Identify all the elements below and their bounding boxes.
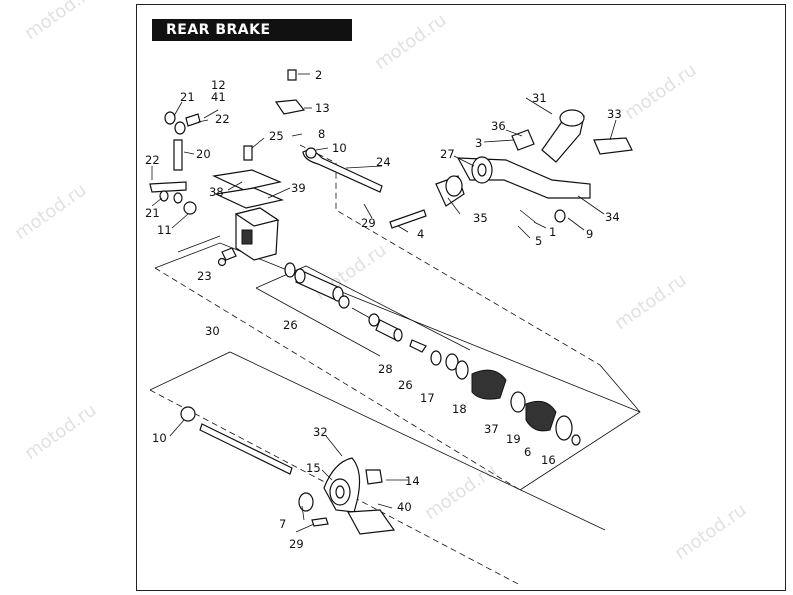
callout-36: 36 xyxy=(491,119,506,133)
callout-18: 18 xyxy=(452,402,467,416)
callout-27: 27 xyxy=(440,147,455,161)
callout-25: 25 xyxy=(269,129,284,143)
callout-22: 22 xyxy=(145,153,160,167)
callout-3: 3 xyxy=(475,136,482,150)
spring-boot-group xyxy=(430,350,581,446)
callout-19: 19 xyxy=(506,432,521,446)
callout-31: 31 xyxy=(532,91,547,105)
watermark: motod.ru xyxy=(21,400,101,465)
watermark: motod.ru xyxy=(671,500,751,565)
callout-32: 32 xyxy=(313,425,328,439)
callout-41: 41 xyxy=(211,90,226,104)
callout-2: 2 xyxy=(315,68,322,82)
callout-15: 15 xyxy=(306,461,321,475)
leader-lines xyxy=(151,73,617,533)
callout-26: 26 xyxy=(398,378,413,392)
watermark: motod.ru xyxy=(371,10,451,75)
callout-10: 10 xyxy=(332,141,347,155)
lower-pedal-assembly xyxy=(180,406,396,535)
callout-34: 34 xyxy=(605,210,620,224)
callout-24: 24 xyxy=(376,155,391,169)
callout-20: 20 xyxy=(196,147,211,161)
watermark: motod.ru xyxy=(21,0,101,44)
callout-35: 35 xyxy=(473,211,488,225)
diagram-title: REAR BRAKE CONTROL xyxy=(152,19,352,60)
callout-16: 16 xyxy=(541,453,556,467)
callout-30: 30 xyxy=(205,324,220,338)
callout-40: 40 xyxy=(397,500,412,514)
callout-labels: 1 2 3 4 5 6 7 8 9 10 10 11 12 13 14 15 1… xyxy=(145,68,622,551)
callout-13: 13 xyxy=(315,101,330,115)
diagram-frame xyxy=(136,4,786,591)
master-cylinder-group xyxy=(211,169,284,267)
callout-37: 37 xyxy=(484,422,499,436)
callout-38: 38 xyxy=(209,185,224,199)
brake-pedal-group xyxy=(389,109,633,229)
callout-39: 39 xyxy=(291,181,306,195)
callout-12: 12 xyxy=(211,78,226,92)
callout-21: 21 xyxy=(180,90,195,104)
callout-17: 17 xyxy=(420,391,435,405)
watermark: motod.ru xyxy=(621,60,701,125)
callout-8: 8 xyxy=(318,127,325,141)
piston-assembly xyxy=(284,262,427,353)
callout-9: 9 xyxy=(586,227,593,241)
callout-29: 29 xyxy=(289,537,304,551)
callout-4: 4 xyxy=(417,227,424,241)
callout-7: 7 xyxy=(279,517,286,531)
callout-1: 1 xyxy=(549,225,556,239)
callout-28: 28 xyxy=(378,362,393,376)
callout-10: 10 xyxy=(152,431,167,445)
callout-22: 22 xyxy=(215,112,230,126)
callout-11: 11 xyxy=(157,223,172,237)
callout-6: 6 xyxy=(524,445,531,459)
watermark: motod.ru xyxy=(11,180,91,245)
watermark: motod.ru xyxy=(421,460,501,525)
callout-29: 29 xyxy=(361,216,376,230)
callout-26: 26 xyxy=(283,318,298,332)
callout-23: 23 xyxy=(197,269,212,283)
callout-33: 33 xyxy=(607,107,622,121)
callout-5: 5 xyxy=(535,234,542,248)
callout-14: 14 xyxy=(405,474,420,488)
assembly-outlines xyxy=(149,144,641,586)
callout-21: 21 xyxy=(145,206,160,220)
watermark: motod.ru xyxy=(611,270,691,335)
pushrod-24 xyxy=(302,147,383,193)
